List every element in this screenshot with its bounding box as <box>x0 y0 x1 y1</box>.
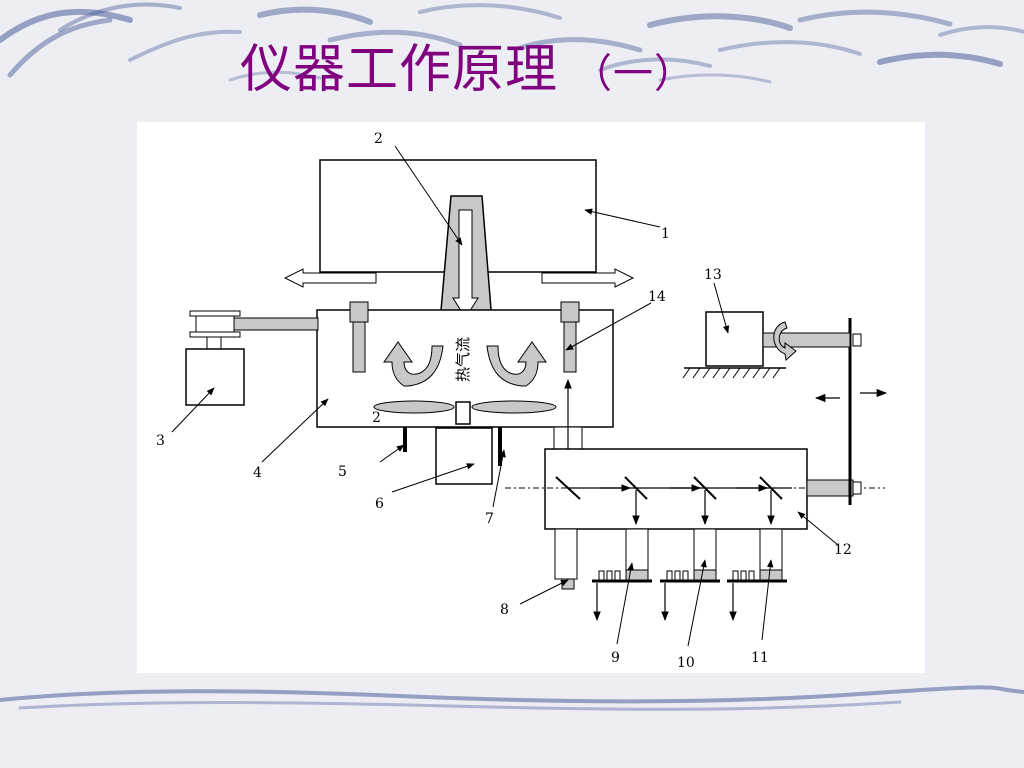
hot-air-flow-label: 热气流 <box>454 337 472 382</box>
title-suffix: （一） <box>572 51 696 97</box>
beam-arrows <box>600 484 775 525</box>
diagram-panel: 热气流 <box>137 122 925 673</box>
connector-cap <box>852 481 862 495</box>
label-9: 9 <box>611 650 620 666</box>
label-2-bottom: 2 <box>372 410 381 426</box>
motor <box>185 348 245 406</box>
motor-shaft <box>232 317 319 331</box>
flow-arrow-left <box>383 341 444 387</box>
label-10: 10 <box>677 655 695 671</box>
ground-hatch <box>682 367 781 379</box>
left-probe <box>349 301 369 323</box>
output-arrows <box>593 583 737 621</box>
shaft-13-cap <box>852 333 862 347</box>
optical-unit-connector <box>806 479 854 497</box>
label-5: 5 <box>338 464 347 480</box>
component-6 <box>435 427 493 485</box>
top-wave-decoration <box>0 2 1024 84</box>
pulley-body <box>195 315 235 333</box>
label-8: 8 <box>500 602 509 618</box>
slide-title: 仪器工作原理（一） <box>240 44 695 96</box>
fan-blade-right <box>471 400 557 414</box>
flow-arrow-right <box>486 341 547 387</box>
detector-pads <box>625 569 783 581</box>
motor-neck <box>206 336 222 350</box>
label-1: 1 <box>661 226 670 242</box>
detector-pins <box>598 570 755 581</box>
label-11: 11 <box>751 650 769 666</box>
rotation-arrow <box>773 321 797 361</box>
box-13 <box>705 311 764 367</box>
fan-hub <box>455 401 471 425</box>
leader-lines <box>171 145 839 647</box>
mirrors <box>555 476 783 500</box>
left-probe-rod <box>352 321 366 373</box>
left-exhaust-arrow <box>283 268 377 288</box>
label-2-top: 2 <box>374 131 383 147</box>
instrument-schematic: 热气流 <box>156 131 888 671</box>
label-14: 14 <box>648 289 666 305</box>
label-7: 7 <box>485 511 494 527</box>
label-6: 6 <box>375 496 384 512</box>
label-3: 3 <box>156 433 165 449</box>
right-probe <box>560 301 580 323</box>
fan-blade-left <box>373 400 455 414</box>
pulley-bottom <box>189 331 241 338</box>
duct-down-arrow <box>452 209 479 319</box>
bottom-wave-decoration <box>0 685 1024 711</box>
label-4: 4 <box>253 465 262 481</box>
label-13: 13 <box>704 267 722 283</box>
right-exhaust-arrow <box>541 268 635 288</box>
pulley-top <box>189 310 241 317</box>
right-probe-rod <box>563 321 577 373</box>
label-12: 12 <box>834 542 852 558</box>
title-text: 仪器工作原理 <box>240 40 559 100</box>
optical-unit <box>544 448 808 530</box>
